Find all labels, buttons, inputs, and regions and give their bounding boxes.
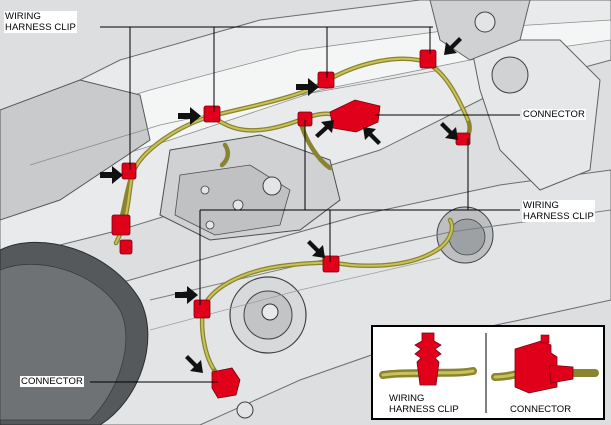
bolt-left-2 <box>205 220 215 230</box>
bolt-left-1 <box>200 185 210 195</box>
clip-left-lower <box>111 214 131 236</box>
hub-bolt <box>261 303 279 321</box>
label-wiring-harness-clip-top: WIRING HARNESS CLIP <box>4 11 77 33</box>
harness-clips <box>111 49 471 399</box>
left-arm <box>0 79 151 221</box>
clip-lower-2 <box>193 299 211 319</box>
bolt-center-small <box>232 199 244 211</box>
legend-clip-line1: WIRING <box>389 393 425 404</box>
clip-left-upper <box>121 162 137 180</box>
label-connector-bottom-left: CONNECTOR <box>20 376 84 387</box>
clip-upper-2 <box>317 71 335 89</box>
legend-graphics <box>379 332 599 413</box>
bolt-center <box>262 176 282 196</box>
right-hole-inner <box>448 218 486 256</box>
arrow-8 <box>307 240 325 258</box>
clip-lower-1 <box>322 255 340 273</box>
clip-upper-3 <box>419 49 437 69</box>
arrow-1 <box>100 166 123 184</box>
legend-box: WIRING HARNESS CLIP CONNECTOR <box>371 325 605 420</box>
arrow-2 <box>178 107 201 125</box>
right-boss <box>491 56 529 94</box>
arrow-7 <box>440 122 458 140</box>
center-gear-plate <box>174 164 291 236</box>
top-right-bolt <box>474 11 496 33</box>
bottom-bolt <box>236 401 254 419</box>
label-top-line1: WIRING <box>5 11 41 22</box>
arrow-6 <box>363 127 381 145</box>
connector-bottom <box>211 367 241 399</box>
legend-connector-caption: CONNECTOR <box>510 404 571 415</box>
arrow-4 <box>444 37 462 55</box>
connector-center <box>329 99 381 133</box>
pointer-arrows <box>100 37 462 373</box>
arrow-3 <box>296 78 319 96</box>
label-right-line2: HARNESS CLIP <box>523 211 594 222</box>
legend-connector-icon <box>491 334 599 394</box>
legend-clip-line2: HARNESS CLIP <box>389 404 459 415</box>
label-connector-bottom-text: CONNECTOR <box>21 376 83 387</box>
label-right-line1: WIRING <box>523 200 559 211</box>
arrow-10 <box>185 355 203 373</box>
label-connector-right: CONNECTOR <box>522 109 586 120</box>
arrow-9 <box>175 286 198 304</box>
legend-clip-caption: WIRING HARNESS CLIP <box>389 393 459 415</box>
label-connector-right-text: CONNECTOR <box>523 109 585 120</box>
clip-upper-1 <box>203 105 221 123</box>
arrow-5 <box>315 120 334 138</box>
legend-connector-text: CONNECTOR <box>510 404 572 415</box>
legend-clip-icon <box>379 332 477 386</box>
label-top-line2: HARNESS CLIP <box>5 22 76 33</box>
clip-left-lower-2 <box>119 239 133 255</box>
leader-lines <box>90 26 520 383</box>
label-wiring-harness-clip-right: WIRING HARNESS CLIP <box>522 200 595 222</box>
